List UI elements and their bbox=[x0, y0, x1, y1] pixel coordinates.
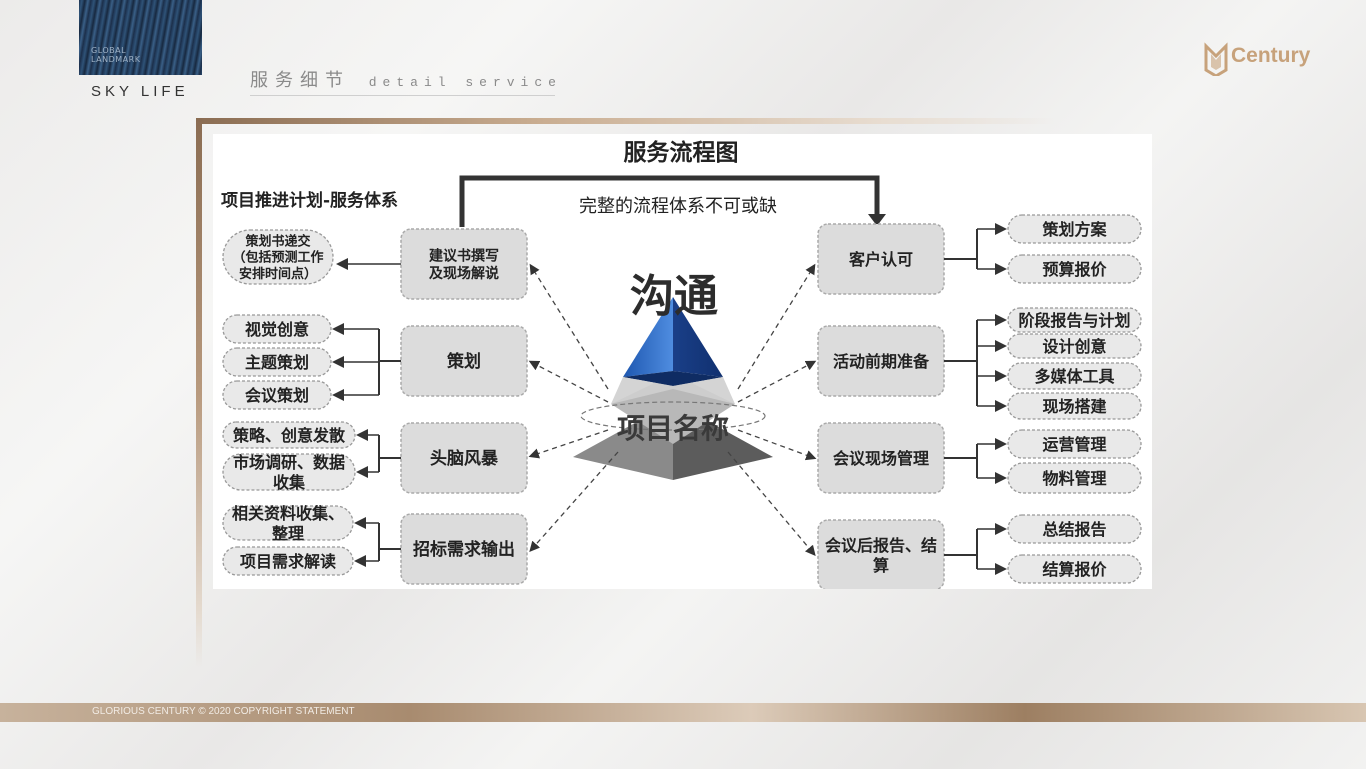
center-pyramid bbox=[573, 297, 773, 480]
diagram-title: 服务流程图 bbox=[624, 139, 739, 166]
left-node-4 bbox=[400, 513, 528, 585]
right-node-label-1: 客户认可 bbox=[849, 250, 913, 269]
right-leaf-label-2-4: 现场搭建 bbox=[1042, 397, 1106, 416]
footer-copyright: GLORIOUS CENTURY © 2020 COPYRIGHT STATEM… bbox=[92, 706, 355, 717]
left-radial-arrow-2 bbox=[528, 360, 609, 403]
left-node-2 bbox=[400, 325, 528, 397]
section-title: 服务细节 detail service bbox=[250, 66, 562, 92]
right-leaf-label-2-1: 阶段报告与计划 bbox=[1018, 311, 1130, 330]
frame-top-bar bbox=[196, 118, 1056, 124]
right-leaf-label-4-1: 总结报告 bbox=[1042, 520, 1106, 539]
right-radial-arrow-2 bbox=[737, 360, 817, 403]
logo-text-line-2: LANDMARK bbox=[91, 55, 141, 64]
left-leaf-2-2 bbox=[222, 347, 332, 377]
right-leaf-1-2 bbox=[1007, 254, 1142, 284]
frame-left-bar bbox=[196, 118, 202, 668]
service-flow-diagram: 服务流程图 项目推进计划-服务体系 完整的流程体系不可或缺 沟通 项目名称 建议… bbox=[213, 134, 1152, 589]
left-node-label-3: 头脑风暴 bbox=[430, 448, 499, 469]
logo-text-line-1: GLOBAL bbox=[91, 46, 127, 55]
right-radial-arrow-1 bbox=[737, 263, 816, 390]
footer-bar: GLORIOUS CENTURY © 2020 COPYRIGHT STATEM… bbox=[0, 703, 1366, 722]
left-leaf-label-1-1: 策划书递交（包括预测工作安排时间点） bbox=[232, 233, 323, 282]
left-leaf-4-1 bbox=[222, 505, 354, 541]
right-radial-arrow-4 bbox=[727, 451, 816, 556]
left-leaf-label-3-2: 市场调研、数据收集 bbox=[233, 453, 345, 492]
right-leaf-label-4-2: 结算报价 bbox=[1041, 560, 1107, 579]
center-bottom-label: 项目名称 bbox=[617, 412, 729, 445]
left-node-1 bbox=[400, 228, 528, 300]
center-top-label: 沟通 bbox=[630, 271, 718, 322]
left-leaf-label-2-1: 视觉创意 bbox=[245, 320, 309, 339]
right-leaf-label-3-1: 运营管理 bbox=[1042, 435, 1106, 454]
right-leaf-4-2 bbox=[1007, 554, 1142, 584]
right-leaf-3-1 bbox=[1007, 429, 1142, 459]
left-leaf-1-1 bbox=[222, 229, 334, 285]
right-node-label-4: 会议后报告、结算 bbox=[825, 536, 937, 575]
brand-wordmark: Century bbox=[1231, 44, 1311, 67]
right-leaf-label-1-1: 策划方案 bbox=[1041, 220, 1107, 239]
right-leaf-2-3 bbox=[1007, 362, 1142, 390]
loop-caption: 完整的流程体系不可或缺 bbox=[579, 196, 777, 217]
right-leaf-2-1 bbox=[1007, 307, 1142, 333]
right-leaf-label-2-2: 设计创意 bbox=[1042, 337, 1106, 356]
right-leaf-3-2 bbox=[1007, 462, 1142, 494]
left-node-3 bbox=[400, 422, 528, 494]
right-leaf-label-1-2: 预算报价 bbox=[1042, 260, 1107, 279]
right-radial-arrow-3 bbox=[737, 429, 817, 461]
left-leaf-3-2 bbox=[222, 453, 356, 491]
left-node-label-1: 建议书撰写及现场解说 bbox=[429, 247, 499, 281]
left-leaf-2-3 bbox=[222, 380, 332, 410]
right-node-label-2: 活动前期准备 bbox=[833, 352, 930, 371]
diagram-subtitle: 项目推进计划-服务体系 bbox=[221, 190, 398, 211]
title-divider bbox=[250, 95, 555, 96]
sky-life-label: SKY LIFE bbox=[91, 83, 189, 100]
loop-arrow-head bbox=[868, 214, 886, 226]
right-leaf-1-1 bbox=[1007, 214, 1142, 244]
left-leaf-label-4-1: 相关资料收集、整理 bbox=[232, 504, 344, 543]
left-radial-arrow-3 bbox=[528, 429, 609, 459]
left-leaf-3-1 bbox=[222, 421, 356, 449]
left-radial-arrow-4 bbox=[529, 451, 619, 552]
brand-logo: Century bbox=[1204, 42, 1334, 78]
diagram-canvas: 服务流程图 项目推进计划-服务体系 完整的流程体系不可或缺 沟通 项目名称 建议… bbox=[221, 139, 1142, 589]
section-title-en: detail service bbox=[368, 75, 562, 90]
section-title-cn: 服务细节 bbox=[250, 70, 350, 91]
right-leaf-2-2 bbox=[1007, 333, 1142, 359]
right-node-label-3: 会议现场管理 bbox=[833, 449, 929, 468]
left-radial-arrow-1 bbox=[529, 263, 609, 390]
left-leaf-label-4-2: 项目需求解读 bbox=[240, 552, 336, 571]
brand-mark-icon bbox=[1204, 42, 1228, 76]
left-leaf-label-2-3: 会议策划 bbox=[245, 386, 309, 405]
left-leaf-2-1 bbox=[222, 314, 332, 344]
left-node-label-2: 策划 bbox=[447, 351, 481, 372]
right-leaf-label-2-3: 多媒体工具 bbox=[1034, 367, 1114, 386]
loop-arrow bbox=[459, 175, 880, 227]
left-leaf-label-3-1: 策略、创意发散 bbox=[232, 426, 346, 445]
logo-image: GLOBAL LANDMARK bbox=[79, 0, 202, 75]
right-leaf-label-3-2: 物料管理 bbox=[1042, 469, 1106, 488]
left-leaf-label-2-2: 主题策划 bbox=[245, 353, 309, 372]
left-leaf-4-2 bbox=[222, 546, 354, 576]
right-leaf-4-1 bbox=[1007, 514, 1142, 544]
right-leaf-2-4 bbox=[1007, 392, 1142, 420]
left-node-label-4: 招标需求输出 bbox=[413, 539, 515, 560]
